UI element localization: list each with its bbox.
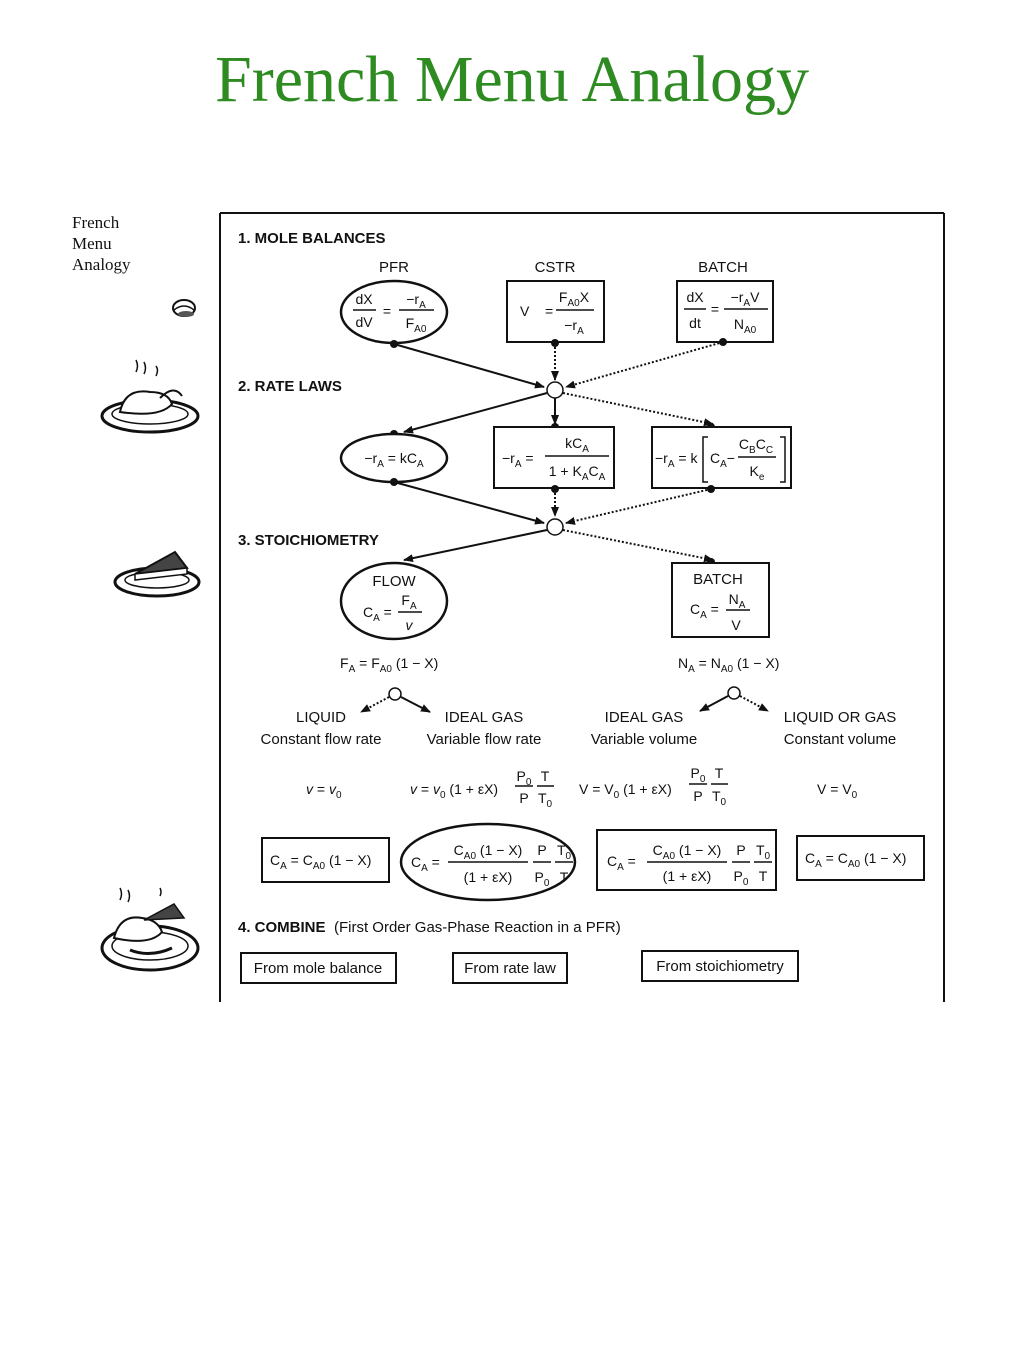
- slide-title: French Menu Analogy: [215, 43, 809, 116]
- side-label-line: French: [72, 213, 120, 232]
- cstr-label: CSTR: [535, 259, 576, 276]
- svg-text:CBCC: CBCC: [739, 436, 773, 456]
- svg-text:CA = CA0 (1 − X): CA = CA0 (1 − X): [270, 852, 371, 872]
- svg-text:=: =: [383, 303, 391, 319]
- rate-law-to-stoichiometry-arrows: [393, 481, 715, 563]
- svg-text:V: V: [520, 303, 530, 319]
- section-heading-rate-laws: 2. RATE LAWS: [238, 378, 342, 395]
- svg-text:T: T: [759, 868, 768, 884]
- rate-law-first-order: −rA = kCA: [339, 430, 449, 486]
- pfr-mole-balance: dX dV = −rA FA0: [339, 279, 449, 345]
- from-mole-balance-box: From mole balance: [240, 952, 397, 984]
- svg-text:CA =: CA =: [411, 854, 440, 874]
- from-rate-law-label: From rate law: [464, 960, 556, 977]
- section-heading-stoichiometry: 3. STOICHIOMETRY: [238, 532, 379, 549]
- batch-conversion-relation: NA = NA0 (1 − X): [678, 655, 779, 675]
- svg-text:−rA = k: −rA = k: [655, 450, 698, 470]
- svg-text:−rA =: −rA =: [502, 450, 534, 470]
- rate-law-langmuir: −rA = kCA 1 + KACA: [493, 423, 615, 489]
- from-stoichiometry-box: From stoichiometry: [641, 950, 799, 982]
- svg-text:CA =: CA =: [607, 853, 636, 873]
- mushroom-icon: [172, 299, 196, 317]
- svg-text:P: P: [519, 790, 528, 806]
- svg-text:P: P: [693, 788, 702, 804]
- constant-volume-label: Constant volume: [784, 731, 897, 748]
- diagram-frame: [219, 212, 945, 1002]
- liquid-label: LIQUID: [296, 709, 346, 726]
- side-label: French Menu Analogy: [72, 212, 162, 275]
- svg-text:=: =: [711, 301, 719, 317]
- svg-text:CA = CA0 (1 − X): CA = CA0 (1 − X): [805, 850, 906, 870]
- svg-text:dV: dV: [355, 314, 373, 330]
- ideal-gas-flow-label: IDEAL GAS: [445, 709, 524, 726]
- svg-text:=: =: [545, 303, 553, 319]
- concentration-liquid-flow: CA = CA0 (1 − X): [261, 837, 390, 883]
- flow-conversion-relation: FA = FA0 (1 − X): [340, 655, 438, 675]
- svg-text:P: P: [537, 842, 546, 858]
- pfr-label: PFR: [379, 259, 409, 276]
- concentration-ideal-gas-flow: CA = CA0 (1 − X) (1 + εX) P P0 T0 T: [399, 822, 577, 902]
- batch-mole-balance: dX dt = −rAV NA0: [676, 280, 774, 343]
- concentration-constant-volume: CA = CA0 (1 − X): [796, 835, 925, 881]
- svg-text:(1 + εX): (1 + εX): [464, 869, 513, 885]
- svg-text:dX: dX: [355, 291, 373, 307]
- flow-label: FLOW: [372, 573, 416, 590]
- ideal-gas-batch-label: IDEAL GAS: [605, 709, 684, 726]
- svg-text:T: T: [715, 765, 724, 781]
- svg-text:T0: T0: [538, 790, 553, 810]
- batch-label: BATCH: [698, 259, 748, 276]
- variable-flow-rate-label: Variable flow rate: [427, 731, 542, 748]
- stoich-batch-label: BATCH: [693, 571, 743, 588]
- rate-law-reversible: −rA = k CA− CBCC Ke: [651, 423, 792, 489]
- svg-text:P: P: [736, 842, 745, 858]
- svg-text:FA0X: FA0X: [559, 289, 590, 309]
- svg-text:CA =: CA =: [363, 604, 392, 624]
- svg-text:(1 + εX): (1 + εX): [663, 868, 712, 884]
- full-meal-plate-icon: [100, 887, 200, 972]
- cstr-mole-balance: V = FA0X −rA: [506, 280, 605, 343]
- svg-text:T: T: [560, 869, 569, 885]
- stoich-flow: FLOW CA = FA v: [339, 561, 449, 641]
- constant-flow-rate-label: Constant flow rate: [261, 731, 382, 748]
- from-stoichiometry-label: From stoichiometry: [656, 958, 784, 975]
- svg-text:P0: P0: [691, 765, 706, 785]
- svg-text:CA−: CA−: [710, 450, 735, 470]
- section-heading-mole-balances: 1. MOLE BALANCES: [238, 230, 386, 247]
- stoich-batch: BATCH CA = NA V: [671, 558, 770, 638]
- svg-text:T: T: [541, 768, 550, 784]
- from-rate-law-box: From rate law: [452, 952, 568, 984]
- volumetric-relations: v = v0 v = v0 (1 + εX) P0 P T T0 V = V0 …: [306, 765, 858, 810]
- svg-text:v = v0: v = v0: [306, 781, 342, 801]
- svg-text:T0: T0: [712, 788, 727, 808]
- combine-note: (First Order Gas-Phase Reaction in a PFR…: [334, 919, 621, 936]
- svg-text:V: V: [731, 617, 741, 633]
- svg-text:1 + KACA: 1 + KACA: [549, 463, 606, 483]
- side-label-line: Menu: [72, 234, 112, 253]
- combine-bold: 4. COMBINE: [238, 919, 326, 936]
- svg-text:−rAV: −rAV: [731, 289, 761, 309]
- svg-text:dt: dt: [689, 315, 701, 331]
- svg-text:V = V0 (1 + εX): V = V0 (1 + εX): [579, 781, 672, 801]
- mole-balance-to-rate-law-arrows: [390, 338, 727, 434]
- concentration-ideal-gas-batch: CA = CA0 (1 − X) (1 + εX) P P0 T0 T: [596, 829, 777, 891]
- svg-text:v: v: [406, 617, 414, 633]
- svg-text:P0: P0: [517, 768, 532, 788]
- svg-text:V = V0: V = V0: [817, 781, 858, 801]
- variable-volume-label: Variable volume: [591, 731, 697, 748]
- pie-slice-plate-icon: [113, 550, 201, 598]
- from-mole-balance-label: From mole balance: [254, 960, 382, 977]
- svg-text:v = v0 (1 + εX): v = v0 (1 + εX): [410, 781, 498, 801]
- liquid-or-gas-label: LIQUID OR GAS: [784, 709, 897, 726]
- phase-branch-arrows: [360, 686, 769, 713]
- section-heading-combine: 4. COMBINE (First Order Gas-Phase Reacti…: [238, 919, 621, 936]
- svg-text:CA =: CA =: [690, 601, 719, 621]
- side-label-line: Analogy: [72, 255, 131, 274]
- svg-text:dX: dX: [686, 289, 704, 305]
- roast-chicken-plate-icon: [100, 359, 200, 434]
